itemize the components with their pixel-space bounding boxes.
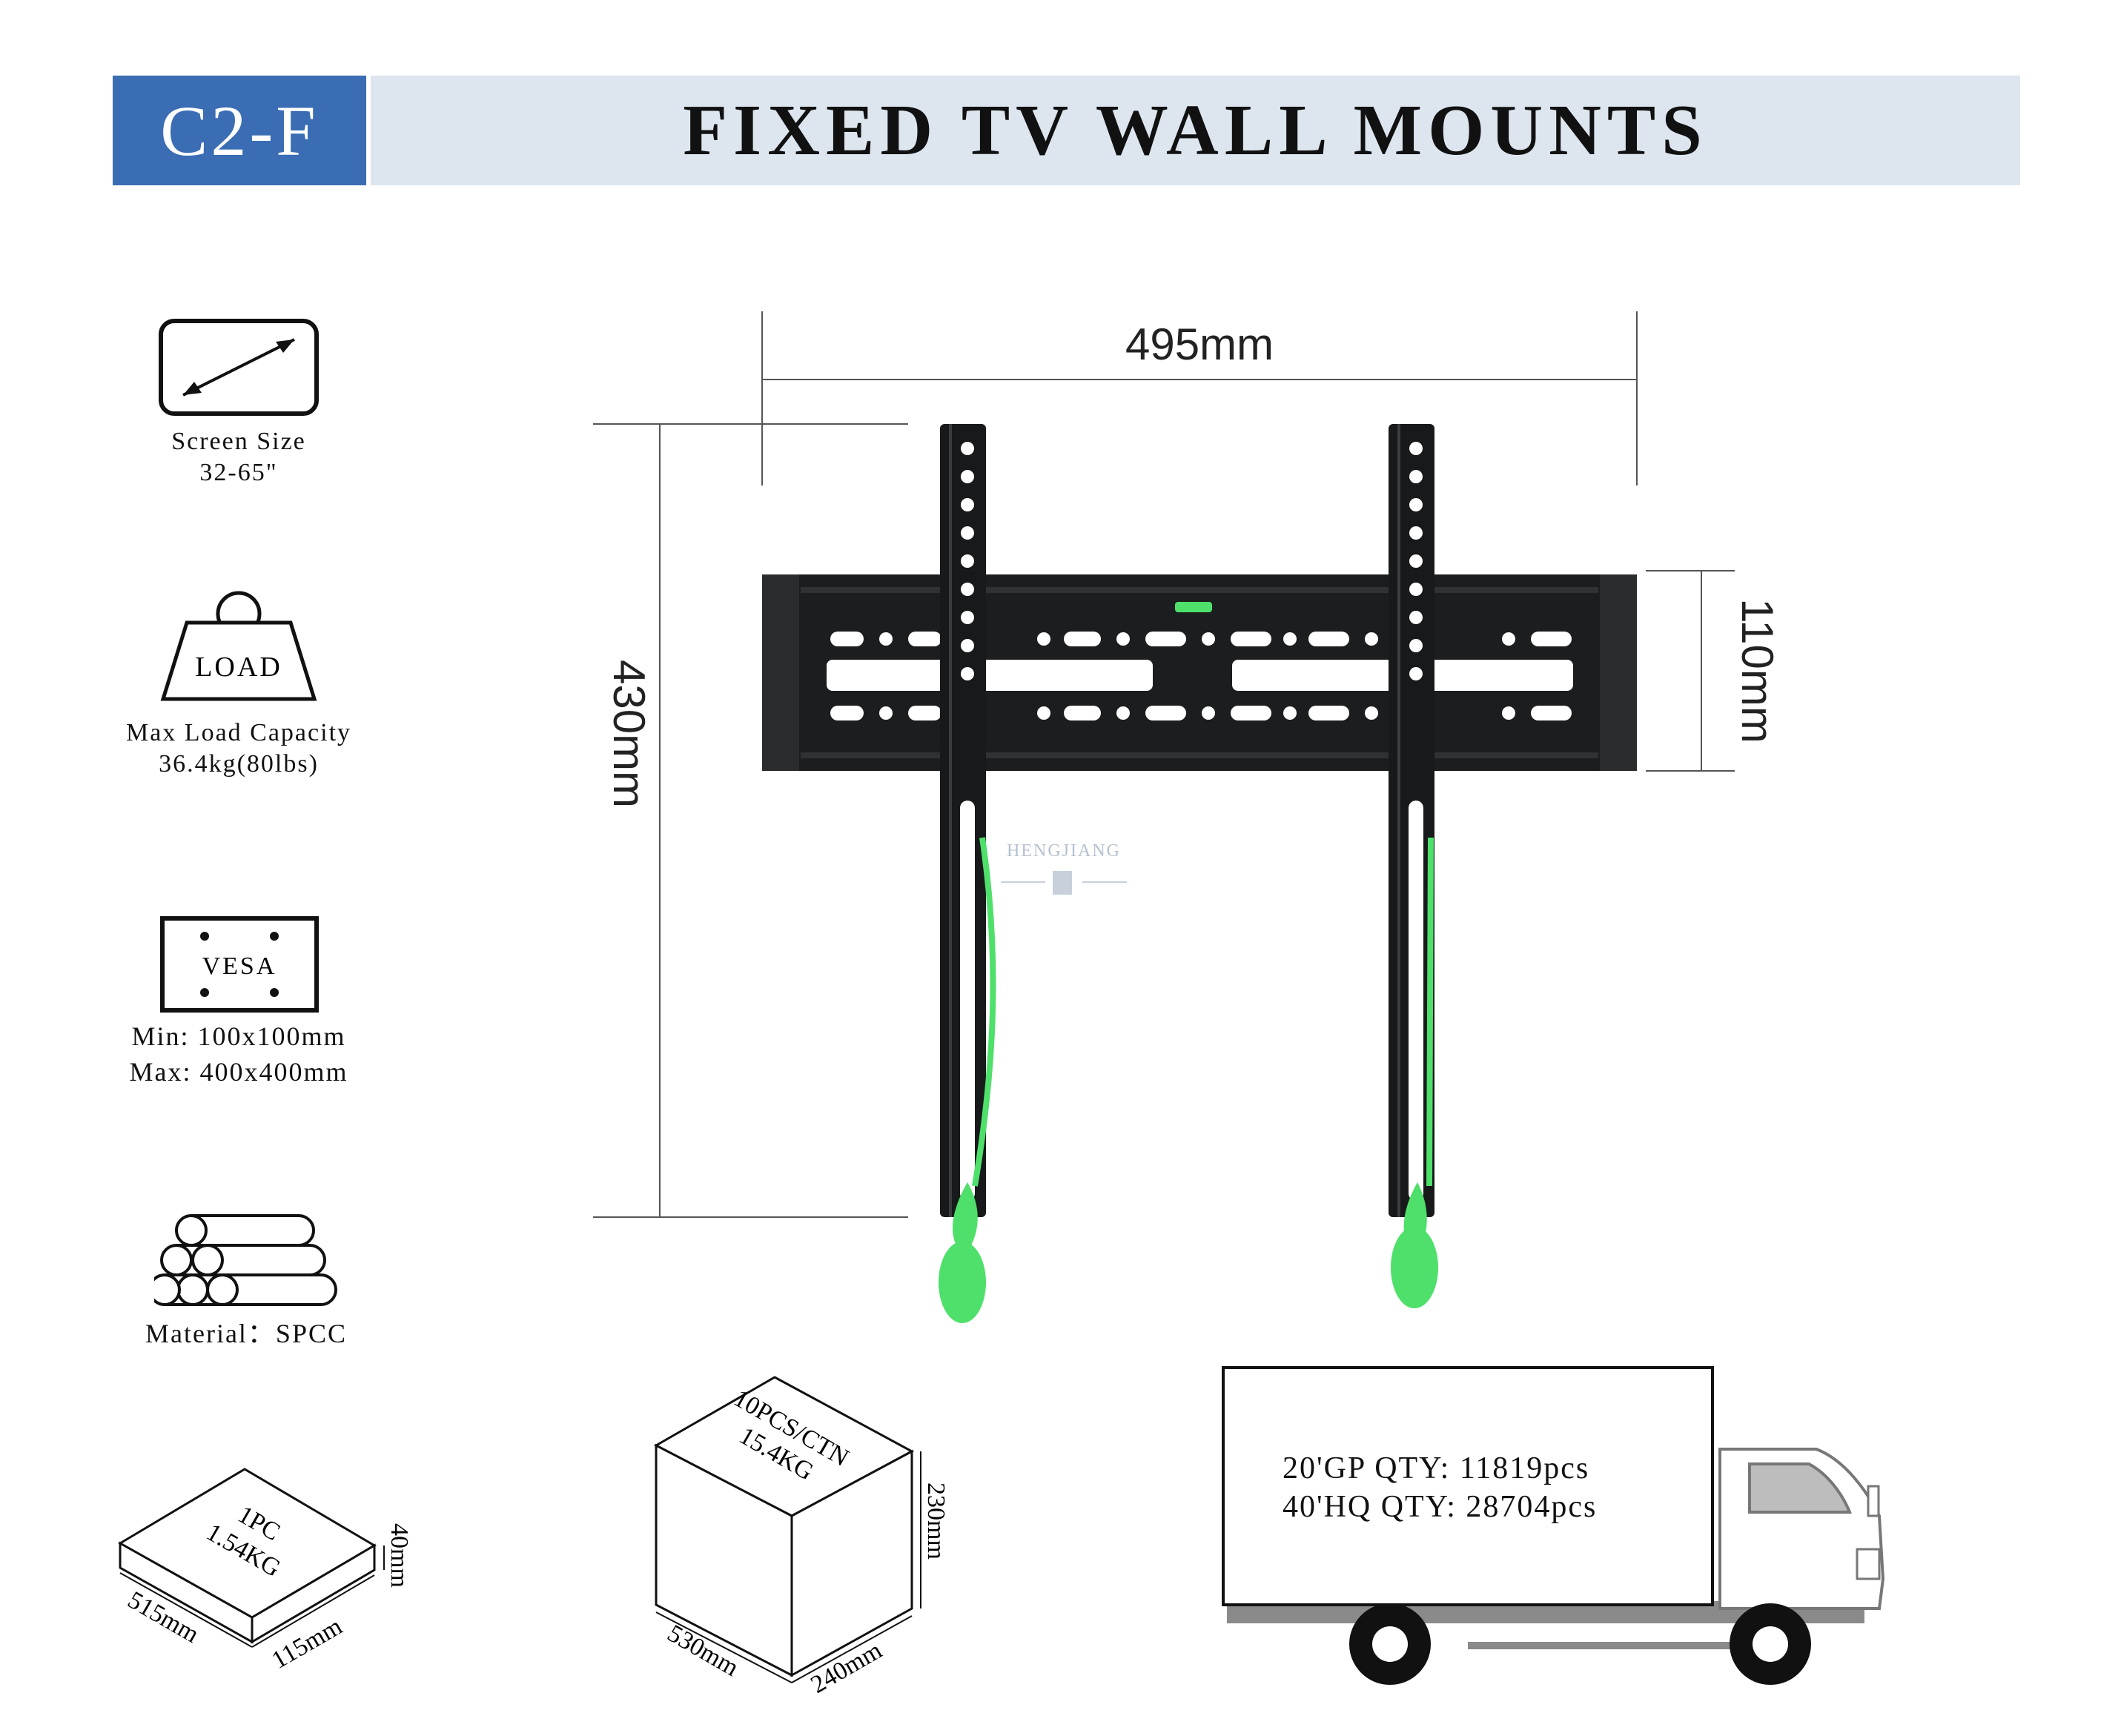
qty-40hq: 40'HQ QTY: 28704pcs: [1283, 1490, 1598, 1524]
depth-label: 110mm: [1733, 598, 1782, 743]
carton-box: 10PCS/CTN 15.4KG 530mm 240mm 230mm: [653, 1376, 950, 1697]
left-arm: [940, 424, 996, 1217]
pull-tabs: [939, 1182, 1438, 1323]
load-caption: Max Load Capacity 36.4kg(80lbs): [111, 718, 366, 780]
vesa-icon-text: VESA: [202, 953, 277, 980]
vesa-caption: Min: 100x100mm Max: 400x400mm: [104, 1018, 374, 1090]
material-label: Material：SPCC: [145, 1319, 347, 1348]
qty-20gp: 20'GP QTY: 11819pcs: [1283, 1451, 1590, 1485]
single-package-box: 1PC 1.54KG 515mm 115mm 40mm: [118, 1468, 413, 1674]
load-value: 36.4kg(80lbs): [159, 750, 319, 778]
wall-plate: [762, 574, 1637, 771]
width-dimension-lines: [761, 311, 1638, 486]
load-label: Max Load Capacity: [125, 719, 352, 746]
width-label: 495mm: [1125, 319, 1274, 369]
svg-text:HENGJIANG: HENGJIANG: [1007, 841, 1121, 861]
screen-size-label: Screen Size: [171, 428, 306, 455]
bubble-level-icon: [1175, 602, 1212, 612]
model-code: C2-F: [113, 76, 366, 185]
right-arm: [1389, 424, 1434, 1217]
vesa-icon: VESA: [160, 916, 319, 1013]
steel-pipes-icon: [154, 1214, 337, 1306]
height-dimension-lines: [593, 423, 908, 1218]
height-label: 430mm: [604, 660, 654, 808]
carton-height: 230mm: [922, 1482, 950, 1560]
product-drawing: 495mm 430mm 110mm: [593, 311, 1782, 1323]
brand-watermark: HENGJIANG: [1001, 841, 1127, 895]
screen-size-icon: [159, 319, 319, 416]
depth-dimension-lines: [1646, 570, 1735, 772]
vesa-max: Max: 400x400mm: [129, 1057, 348, 1087]
page-title: FIXED TV WALL MOUNTS: [371, 76, 2020, 185]
single-height: 40mm: [385, 1523, 413, 1588]
container-capacity: 20'GP QTY: 11819pcs 40'HQ QTY: 28704pcs: [1283, 1449, 1668, 1526]
screen-size-caption: Screen Size 32-65": [113, 426, 365, 488]
vesa-min: Min: 100x100mm: [131, 1021, 346, 1051]
truck-icon: [1222, 1366, 1885, 1685]
load-icon-text: LOAD: [195, 652, 282, 683]
weight-icon: LOAD: [160, 591, 317, 701]
screen-size-value: 32-65": [199, 459, 278, 486]
